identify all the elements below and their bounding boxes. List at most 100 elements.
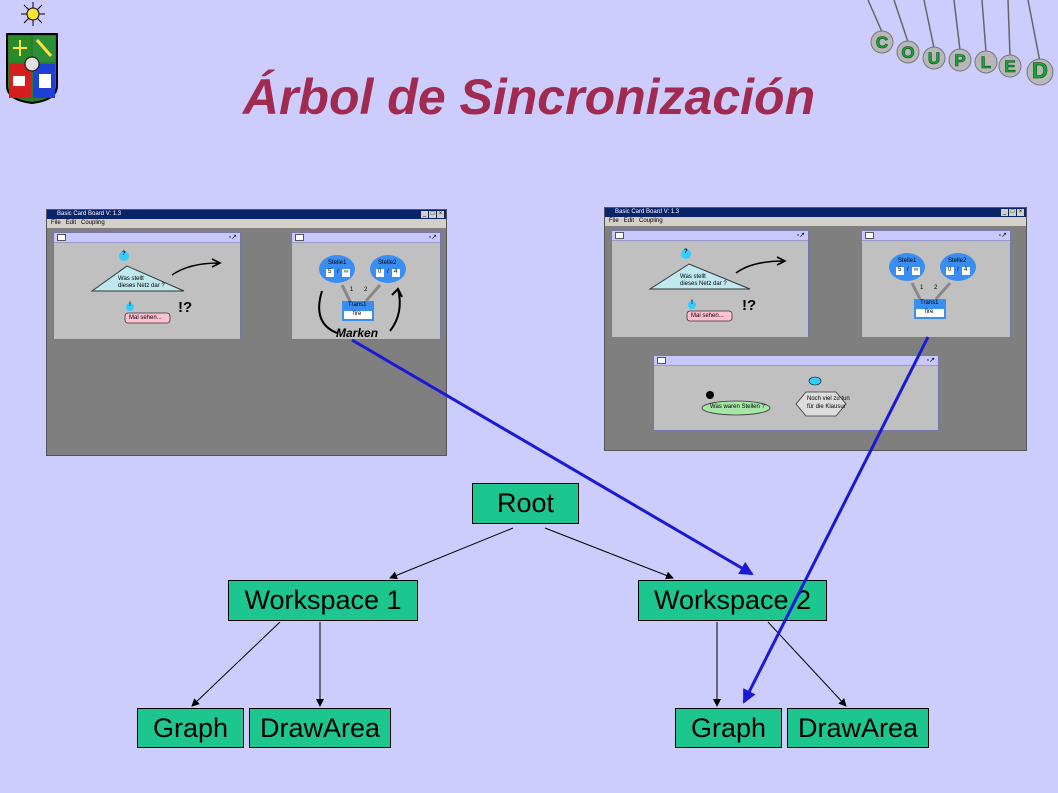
menu-file[interactable]: File xyxy=(51,220,61,226)
node-root: Root xyxy=(472,483,579,524)
pendulum-ball xyxy=(998,54,1022,78)
window-title: Basic Card Board V: 1.3 xyxy=(47,210,446,219)
pane-maximize-icon[interactable]: ▫↗ xyxy=(228,234,237,241)
pendulum-string xyxy=(1007,0,1011,57)
node-ws1-drawarea: DrawArea xyxy=(249,708,391,748)
draw-area-pane: ▫↗ Stelle1 Stelle2 5 / ∞ 0 / 4 1 2 Trans… xyxy=(861,230,1011,338)
screenshot-workspace-1: Basic Card Board V: 1.3 _□× File Edit Coup… xyxy=(46,209,447,456)
close-icon[interactable]: × xyxy=(1017,209,1024,216)
stelle2-capacity: 4 xyxy=(964,267,968,273)
menu-file[interactable]: File xyxy=(609,218,619,224)
pendulum-ball xyxy=(1026,58,1054,86)
note-text: Mal sehen... xyxy=(691,313,724,319)
pendulum-letter: O xyxy=(901,43,914,62)
maximize-icon[interactable]: □ xyxy=(429,211,436,218)
menu-coupling[interactable]: Coupling xyxy=(639,218,663,224)
stelle2-separator: / xyxy=(387,269,389,275)
triangle-text-line2: dieses Netz dar ? xyxy=(118,283,165,289)
page-title: Árbol de Sincronización xyxy=(242,69,816,125)
scribble-text: !? xyxy=(178,299,193,316)
pendulum-letter: U xyxy=(928,49,940,68)
pendulum-ball xyxy=(974,50,998,74)
minimize-icon[interactable]: _ xyxy=(1001,209,1008,216)
maximize-icon[interactable]: □ xyxy=(1009,209,1016,216)
exclaim-mark: ! xyxy=(691,300,693,306)
pendulum-string xyxy=(893,0,909,43)
handwritten-label: Marken xyxy=(336,326,379,340)
stelle1-capacity: ∞ xyxy=(344,269,349,275)
menu-edit[interactable]: Edit xyxy=(623,218,635,224)
pendulum-string xyxy=(981,0,987,53)
stelle2-separator: / xyxy=(957,267,959,273)
pendulum-letter: P xyxy=(954,51,965,70)
pane-maximize-icon[interactable]: ▫↗ xyxy=(926,357,935,364)
note-text: Mal sehen... xyxy=(129,315,162,321)
petri-canvas xyxy=(318,255,406,334)
stelle1-label: Stelle1 xyxy=(328,260,347,266)
pendulum-letter: C xyxy=(876,33,888,52)
stelle2-capacity: 4 xyxy=(394,269,398,275)
menu-coupling[interactable]: Coupling xyxy=(81,220,105,226)
question-mark: ? xyxy=(684,249,688,255)
pendulum-string xyxy=(953,0,961,51)
stelle2-tokens: 0 xyxy=(948,267,952,273)
stelle1-separator: / xyxy=(337,269,339,275)
arc-label-1: 1 xyxy=(920,285,924,291)
university-crest-icon xyxy=(6,2,58,105)
pendulum-string xyxy=(1027,0,1041,63)
question-mark: ? xyxy=(122,251,126,257)
window-controls: _□× xyxy=(421,211,444,218)
menu-edit[interactable]: Edit xyxy=(65,220,77,226)
pendulum-ball xyxy=(870,30,894,54)
menu-bar: File Edit Coupling xyxy=(605,217,1026,226)
window-controls: _□× xyxy=(1001,209,1024,216)
window-title: Basic Card Board V: 1.3 xyxy=(605,208,1026,217)
arc-label-2: 2 xyxy=(934,285,938,291)
arc-label-2: 2 xyxy=(364,287,368,293)
triangle-text-line2: dieses Netz dar ? xyxy=(680,281,727,287)
pendulum-ball xyxy=(896,40,920,64)
pane-icon xyxy=(295,234,304,241)
pane-icon xyxy=(615,232,624,239)
pendulum-letter: E xyxy=(1004,57,1015,76)
graph-canvas xyxy=(648,249,787,322)
stelle2-tokens: 0 xyxy=(378,269,382,275)
edge-root-workspace1 xyxy=(389,527,514,580)
stelle2-label: Stelle2 xyxy=(378,260,397,266)
graph-canvas xyxy=(90,251,222,324)
stelle1-capacity: ∞ xyxy=(914,267,919,273)
graph-pane: ▫↗ ? Was stellt dieses Netz dar ? ! Mal … xyxy=(611,230,809,338)
edge-root-workspace2 xyxy=(544,527,674,580)
menu-bar: File Edit Coupling xyxy=(47,219,446,228)
pane-maximize-icon[interactable]: ▫↗ xyxy=(998,232,1007,239)
triangle-text-line1: Was stellt xyxy=(118,276,144,282)
stelle1-separator: / xyxy=(907,267,909,273)
pane-icon xyxy=(865,232,874,239)
pane-maximize-icon[interactable]: ▫↗ xyxy=(428,234,437,241)
node-ws2-graph: Graph xyxy=(675,708,782,748)
pendulum-letter: L xyxy=(981,53,991,72)
fire-button[interactable]: fire xyxy=(925,309,934,315)
minimize-icon[interactable]: _ xyxy=(421,211,428,218)
close-icon[interactable]: × xyxy=(437,211,444,218)
transition-label: Trans1 xyxy=(920,300,939,306)
pendulum-ball xyxy=(948,48,972,72)
stelle1-tokens: 5 xyxy=(898,267,902,273)
exclaim-mark: ! xyxy=(129,302,131,308)
stelle1-label: Stelle1 xyxy=(898,258,917,264)
node-ws1-graph: Graph xyxy=(137,708,244,748)
node-workspace-1: Workspace 1 xyxy=(228,580,418,621)
pendulum-ball xyxy=(922,46,946,70)
fire-button[interactable]: fire xyxy=(353,311,362,317)
draw-area-pane: ▫↗ Stelle1 Stelle2 5 / ∞ 0 / 4 1 2 xyxy=(291,232,441,340)
node-ws2-drawarea: DrawArea xyxy=(787,708,929,748)
pendulum-string xyxy=(923,0,935,49)
triangle-text-line1: Was stellt xyxy=(680,274,706,280)
petri-canvas xyxy=(889,253,976,319)
edge-workspace2-drawarea xyxy=(767,621,847,707)
pane-maximize-icon[interactable]: ▫↗ xyxy=(796,232,805,239)
graph-pane: ▫↗ ? Was stellt dieses Netz dar ? ! Mal … xyxy=(53,232,241,340)
